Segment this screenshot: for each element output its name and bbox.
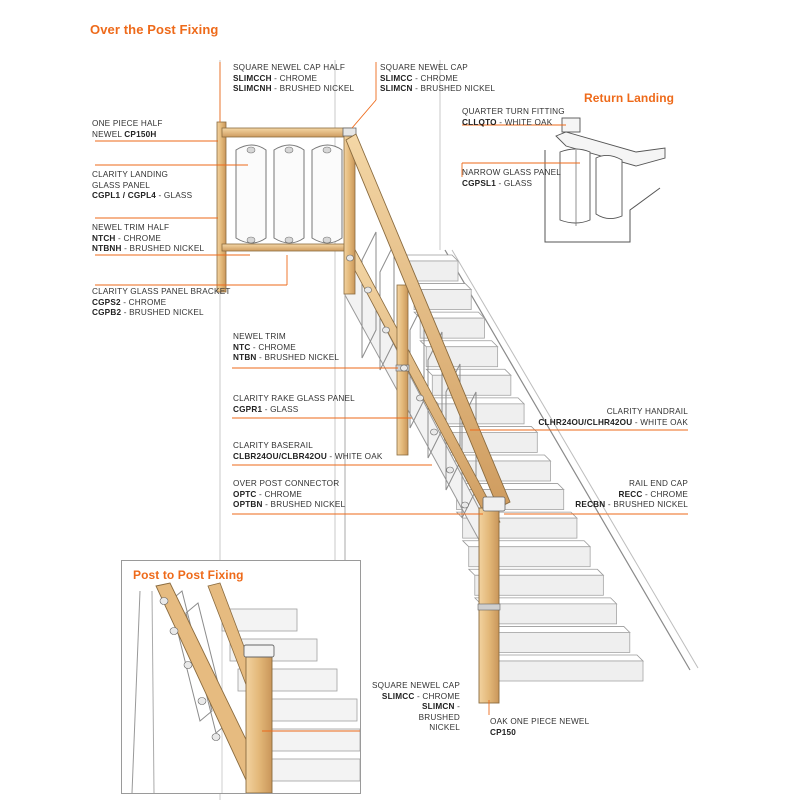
label-clarity-baserail: CLARITY BASERAIL CLBR24OU/CLBR42OU - WHI… [233,441,383,461]
label-clarity-landing-glass-panel: CLARITY LANDING GLASS PANEL CGPL1 / CGPL… [92,170,193,201]
stair-riser [480,603,617,625]
stair-riser [474,574,604,596]
stair-riser [486,632,631,653]
label-over-post-connector: OVER POST CONNECTOR OPTC - CHROME OPTBN … [233,479,346,510]
label-inset-square-newel-cap: SQUARE NEWEL CAP SLIMCC - CHROME SLIMCN … [372,681,460,733]
return-landing-drawing [544,117,666,243]
skirting-line [444,249,691,671]
label-clarity-rake-glass-panel: CLARITY RAKE GLASS PANEL CGPR1 - GLASS [233,394,355,414]
label-rail-end-cap: RAIL END CAP RECC - CHROME RECBN - BRUSH… [575,479,688,510]
label-oak-one-piece-newel: OAK ONE PIECE NEWEL CP150 [490,717,590,737]
stair-tread [425,368,512,376]
glass-bracket [446,466,454,474]
label-narrow-glass-panel: NARROW GLASS PANEL CGPSL1 - GLASS [462,168,561,188]
inset-stair-tread [261,758,360,782]
glass-bracket [364,286,372,294]
stair-treads [401,254,644,682]
glass-bracket [416,394,424,402]
glass-bracket [346,254,354,262]
glass-bracket [400,364,408,372]
label-newel-trim: NEWEL TRIM NTC - CHROME NTBN - BRUSHED N… [233,332,340,363]
post-to-post-drawing [131,582,360,793]
label-newel-trim-half: NEWEL TRIM HALF NTCH - CHROME NTBNH - BR… [92,223,205,254]
stair-tread [479,626,631,633]
stair-tread [486,654,644,662]
stair-riser [437,403,525,425]
stair-tread [437,426,539,433]
glass-bracket [430,428,438,436]
stair-tread [401,254,459,262]
post-to-post-inset [121,560,361,794]
label-clarity-glass-panel-bracket: CLARITY GLASS PANEL BRACKET CGPS2 - CHRO… [92,287,231,318]
rake-glass-brackets [346,254,469,509]
title-post-to-post: Post to Post Fixing [133,568,244,582]
leader-lines [95,62,688,715]
glass-bracket [382,326,390,334]
label-square-newel-cap-half: SQUARE NEWEL CAP HALF SLIMCCH - CHROME S… [233,63,355,94]
landing-balustrade [216,121,353,293]
glass-bracket [461,501,469,509]
label-clarity-handrail: CLARITY HANDRAIL CLHR24OU/CLHR42OU - WHI… [538,407,688,427]
title-return-landing: Return Landing [584,91,675,105]
title-over-the-post: Over the Post Fixing [90,22,219,37]
handrail [345,133,511,509]
stair-riser [492,660,644,682]
label-square-newel-cap: SQUARE NEWEL CAP SLIMCC - CHROME SLIMCN … [380,63,496,94]
label-quarter-turn-fitting: QUARTER TURN FITTING CLLQTO - WHITE OAK [462,107,565,127]
label-one-piece-half-newel: ONE PIECE HALF NEWEL CP150H [92,119,163,139]
